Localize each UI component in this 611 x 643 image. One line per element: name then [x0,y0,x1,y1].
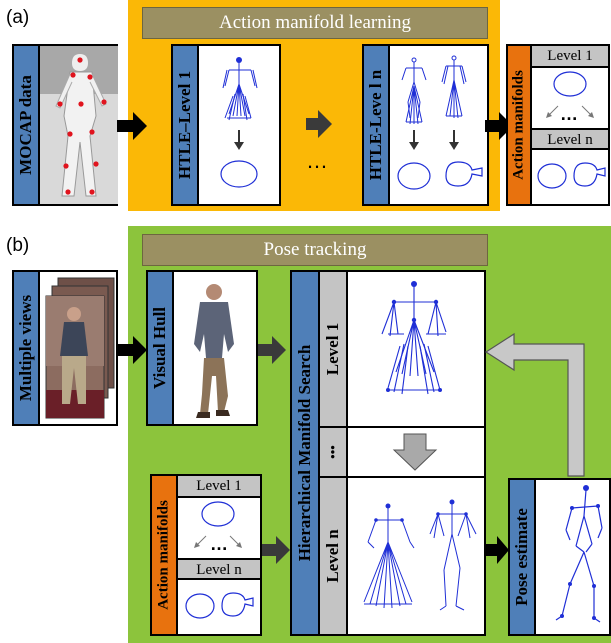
htle-leveln-graphics [397,55,483,190]
am-b-leveln-graphics [185,592,254,619]
am-b-dots: … [210,534,228,554]
hms-tab: Hierarchical Manifold Search [292,272,320,634]
arrow-htle1-to-dots [306,110,332,138]
action-manifolds-a-label: Action manifolds [510,70,527,180]
pose-estimate-label: Pose estimate [512,508,531,606]
multiple-views-tab: Multiple views [14,272,40,424]
arrow-views-to-hull [117,336,147,364]
am-b-level1-graphics [194,501,242,548]
am-a-level1-header: Level 1 [532,46,608,68]
hms-level1-pose [381,281,447,395]
htle-level1-graphics [220,57,258,188]
hms-leveln-poses [363,499,477,611]
mocap-box: MOCAP data [12,44,118,206]
arrow-mocap-to-htle1 [117,112,147,140]
action-manifolds-a-tab: Action manifolds [508,46,532,204]
action-manifolds-b-label: Action manifolds [155,500,172,610]
am-a-leveln-graphics [537,162,606,189]
panel-a-label: (a) [6,7,30,28]
arrow-search-to-pose [485,536,509,564]
hms-level1-label: Level 1 [323,322,342,376]
htle-leveln-box: HTLE-Leve l n [362,44,489,206]
action-manifolds-a-box: Action manifolds Level 1 … Level n [506,44,610,206]
multiple-views-label: Multiple views [16,294,35,402]
hms-vertical-dots: ••• [325,445,340,459]
pose-estimate-tab: Pose estimate [510,480,536,634]
action-manifolds-b-tab: Action manifolds [152,476,178,634]
pose-estimate-skeleton [555,485,603,623]
pose-estimate-box: Pose estimate [508,478,611,636]
panel-b-title: Pose tracking [142,234,488,266]
visual-hull-label: Visual Hull [150,306,169,390]
hms-level1-tab: Level 1 [320,272,348,428]
panel-b-label: (b) [6,235,30,256]
htle-leveln-label: HTLE-Leve l n [366,69,385,181]
am-b-level1-header: Level 1 [178,476,260,498]
hms-label: Hierarchical Manifold Search [295,344,314,562]
htle-leveln-tab: HTLE-Leve l n [364,46,390,204]
mocap-tab: MOCAP data [14,46,40,204]
action-manifolds-b-box: Action manifolds Level 1 … Level n [150,474,262,636]
multiple-views-photos [45,277,115,419]
hms-box: Hierarchical Manifold Search Level 1 ••• [290,270,486,636]
am-a-level1-graphics [546,71,594,118]
hms-leveln-tab: Level n [320,478,348,634]
multiple-views-box: Multiple views [12,270,118,426]
hms-leveln-label: Level n [323,529,342,583]
htle-level1-tab: HTLE–Level 1 [173,46,199,204]
level-ellipsis: … [306,148,328,173]
feedback-arrow [484,332,585,477]
am-a-leveln-header: Level n [532,128,608,150]
am-a-dots: … [560,104,578,124]
arrow-manifolds-to-search [262,536,290,564]
hms-middle-tab: ••• [320,428,348,478]
panel-a-title: Action manifold learning [142,7,488,39]
visual-hull-tab: Visual Hull [148,272,174,424]
hms-down-arrow [392,433,438,471]
mocap-photo [40,46,118,204]
htle-level1-label: HTLE–Level 1 [175,70,194,180]
htle-level1-box: HTLE–Level 1 [171,44,281,206]
hms-divider-bottom [348,476,484,478]
mocap-label: MOCAP data [16,75,35,175]
visual-hull-figure [194,284,234,418]
visual-hull-box: Visual Hull [146,270,258,426]
hms-divider-top [348,426,484,428]
am-b-leveln-header: Level n [178,558,260,580]
arrow-hull-to-search [258,336,286,364]
